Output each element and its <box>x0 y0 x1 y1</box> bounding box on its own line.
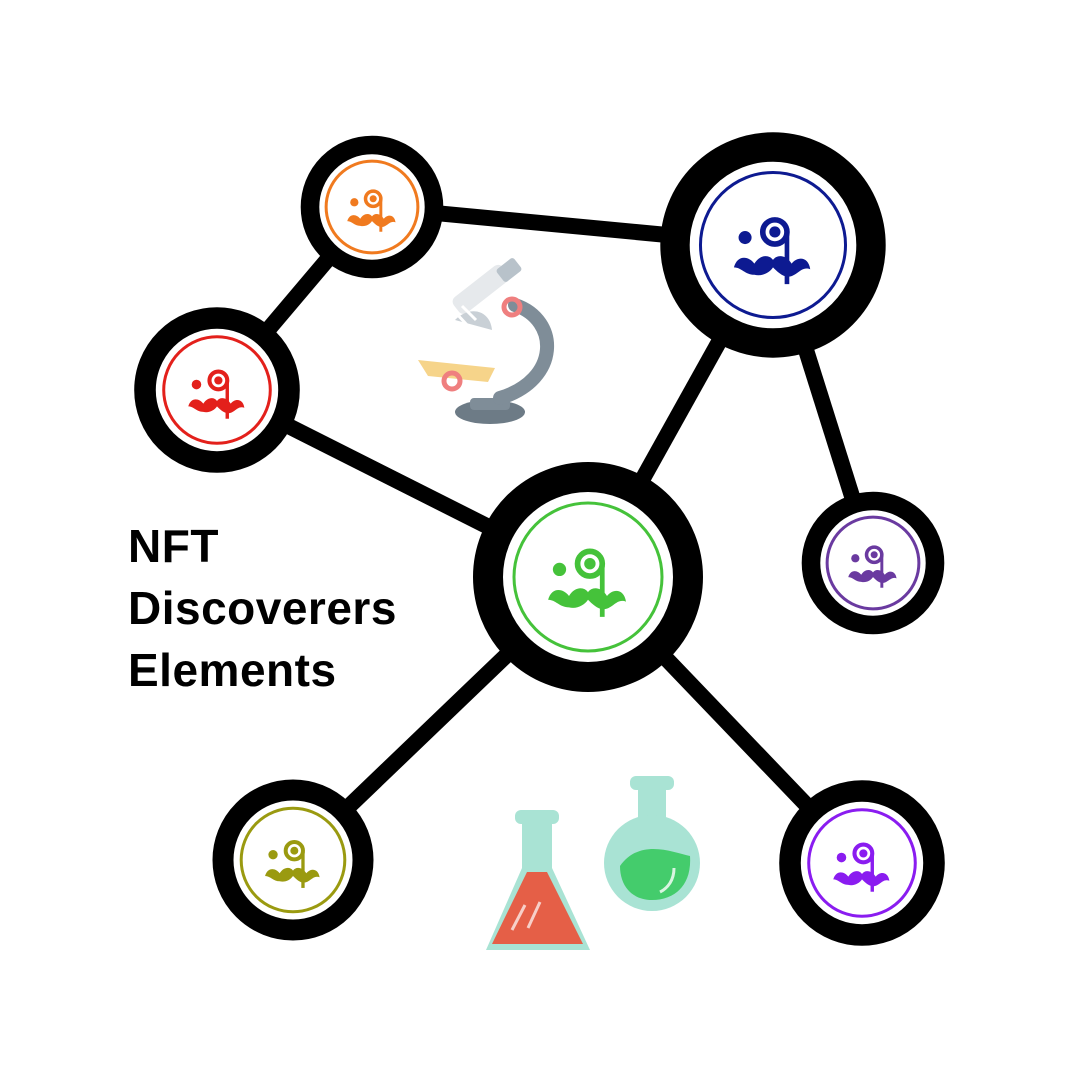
erlenmeyer-flask-icon <box>486 810 590 950</box>
title-line-3: Elements <box>128 644 337 696</box>
diagram-title: NFT Discoverers Elements <box>128 515 397 701</box>
round-flask-icon <box>604 776 700 911</box>
nodes <box>134 132 945 946</box>
microscope-icon <box>418 258 554 424</box>
node-purple <box>801 491 945 635</box>
node-violet <box>779 780 945 946</box>
node-blue <box>660 132 886 358</box>
node-green <box>473 462 703 692</box>
title-line-2: Discoverers <box>128 582 397 634</box>
title-line-1: NFT <box>128 520 219 572</box>
node-orange <box>300 135 444 279</box>
node-olive <box>212 779 374 941</box>
node-red <box>134 307 300 473</box>
